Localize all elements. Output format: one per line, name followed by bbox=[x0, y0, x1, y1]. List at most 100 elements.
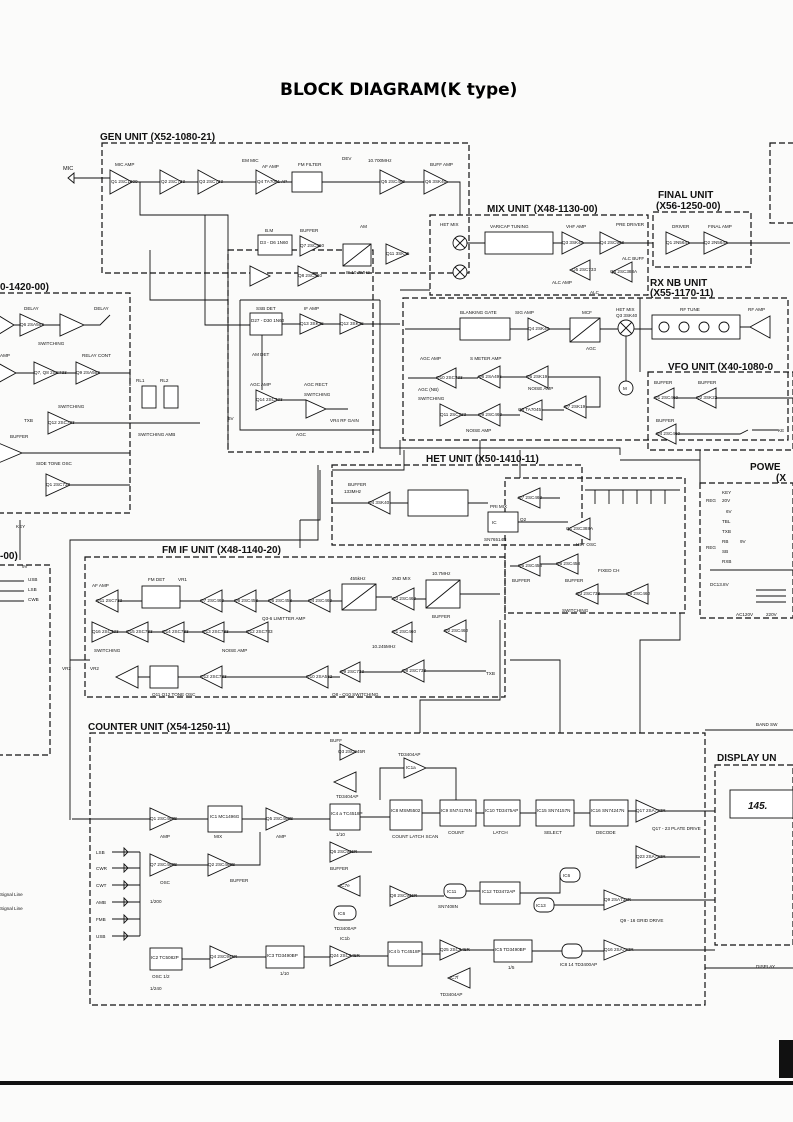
q7-rx-label: Q7 2SK19 bbox=[564, 404, 586, 409]
q25-counter bbox=[439, 939, 464, 961]
select-label: SELECT bbox=[544, 830, 562, 835]
ic4a-counter bbox=[329, 803, 361, 831]
limitter-label: Q3-6 LIMITTER AMP bbox=[262, 616, 305, 621]
left-9v-label: 9V bbox=[22, 564, 29, 569]
left-unit2-box bbox=[0, 564, 51, 756]
q4-vfo-label: Q4 2SC460 bbox=[656, 431, 680, 436]
ceramic-filter-slash bbox=[341, 583, 377, 611]
ic7f-gate bbox=[446, 967, 471, 989]
q4-af-amp-label: AF AMP bbox=[262, 164, 279, 169]
left-buffer-amp bbox=[0, 443, 24, 463]
mic-amp-label: MIC AMP bbox=[115, 162, 134, 167]
q10-rx-label: Q10 2SC733 bbox=[436, 375, 463, 380]
vfo-buffer1-label: BUFFER bbox=[654, 380, 673, 385]
q2-counter-label: Q2 2SC460B bbox=[208, 862, 235, 867]
display-side-label: DISPLAY bbox=[756, 964, 775, 969]
ic15-chip bbox=[535, 799, 575, 827]
q2-het-label: Q2 bbox=[520, 517, 527, 522]
second-mix-label: 2ND MIX bbox=[392, 576, 411, 581]
het-unit-right-box bbox=[504, 477, 686, 614]
q11-tone bbox=[114, 665, 139, 689]
q7-counter-label: Q7 2SC460B bbox=[150, 862, 177, 867]
ac-label: AC120V bbox=[736, 612, 754, 617]
q5-het-label: Q5 2SC458 bbox=[518, 563, 542, 568]
td-ic7c-label: TD3404AP bbox=[336, 794, 358, 799]
het-mix-x2 bbox=[454, 266, 466, 278]
buff-label: BUFF bbox=[330, 738, 342, 743]
dev-label: DEV bbox=[342, 156, 352, 161]
left-txb-label: TXB bbox=[24, 418, 33, 423]
q12-tone-label: Q12 2SC733 bbox=[200, 674, 227, 679]
q6-mix-label: Q6 2SC388A bbox=[610, 269, 638, 274]
gen-lower-lines bbox=[239, 299, 400, 431]
fm-vr2-label: VR2 bbox=[90, 666, 99, 671]
q2-fm-label: Q2 2SC460 bbox=[444, 628, 468, 633]
gen-unit-box bbox=[101, 142, 470, 274]
pri-mix-label: PRI MIX bbox=[490, 504, 507, 509]
if-freq-label: IF 10.7MHz bbox=[346, 270, 370, 275]
vr1-label: VR1 bbox=[178, 577, 187, 582]
q9-counter-label: Q9 2SA733R bbox=[604, 897, 632, 902]
q13-label: Q13 3SK35 bbox=[300, 321, 324, 326]
driver-label: DRIVER bbox=[672, 224, 690, 229]
q23-label: Q23 2SA733R bbox=[636, 854, 666, 859]
q23-plate-driver bbox=[635, 845, 662, 869]
ic14-label: IC8 14 TD3400AP bbox=[560, 962, 597, 967]
q7-label: Q7 2SC460 bbox=[300, 243, 324, 248]
rf-tune-coil-3 bbox=[698, 321, 710, 333]
band-cwt-label: CWT bbox=[96, 883, 107, 888]
q4-het-label: Q4 3SK40 bbox=[368, 500, 390, 505]
ic7e-gate bbox=[336, 875, 361, 897]
counter-unit-box bbox=[89, 732, 706, 1006]
ic1-mixer bbox=[207, 805, 243, 833]
legend-1: Signal Line bbox=[0, 892, 23, 897]
q6-counter-buffer bbox=[329, 841, 354, 863]
alc-amp-label: ALC AMP bbox=[552, 280, 572, 285]
q6-counter-label: Q6 2SC945R bbox=[330, 849, 358, 854]
q12-left-label: Q12 2SC733 bbox=[48, 420, 75, 425]
latch-label: LATCH bbox=[493, 830, 508, 835]
mix-unit: HET MIX VARICAP TUNING VHF AMP Q3 3SK40 … bbox=[440, 222, 653, 295]
left-vr2-label: VR2 bbox=[62, 666, 71, 671]
het-filter bbox=[407, 489, 469, 517]
sb-label: SB bbox=[722, 549, 728, 554]
alc-label: ALC bbox=[590, 290, 600, 295]
balanced-modulator bbox=[257, 234, 293, 256]
q3-mix-label: Q3 3SK40 bbox=[562, 240, 584, 245]
s-meter-label: S METER AMP bbox=[470, 356, 501, 361]
q7-het-label: Q7 2SC460 bbox=[518, 495, 542, 500]
left-unit2-title: -00) bbox=[0, 551, 18, 562]
het-mix-x1 bbox=[454, 237, 466, 249]
ic2-label: IC2 TC5082P bbox=[151, 955, 179, 960]
gen-unit-title: GEN UNIT (X52-1080-21) bbox=[100, 132, 215, 143]
osc-label: OSC bbox=[160, 880, 171, 885]
ic12-label: IC12 TD3472AP bbox=[482, 889, 515, 894]
blanking-gate bbox=[459, 317, 511, 341]
rxnb-unit-title: RX NB UNIT bbox=[650, 278, 707, 289]
grid-drive-label: Q9 - 16 GRID DRIVE bbox=[620, 918, 663, 923]
switching-amb-label: SWITCHING AMB bbox=[138, 432, 175, 437]
mix-label: MIX bbox=[214, 834, 222, 839]
q1-fm-osc bbox=[390, 621, 413, 643]
dc-label: DC13.8V bbox=[710, 582, 730, 587]
vhf-amp-label: VHF AMP bbox=[566, 224, 586, 229]
agc-rect-label: AGC RECT bbox=[304, 382, 328, 387]
q2-vfo-label: Q2 3SK22 bbox=[696, 395, 718, 400]
q6-het bbox=[554, 553, 579, 575]
ic4b-label: IC4 b TC4518P bbox=[389, 949, 421, 954]
rf-tune-coil-2 bbox=[678, 321, 690, 333]
key-power-label: KEY bbox=[722, 490, 731, 495]
final-unit-box bbox=[652, 211, 752, 268]
fmif-unit-box bbox=[84, 556, 506, 698]
left-key-label: KEY bbox=[16, 524, 25, 529]
diagram-title: BLOCK DIAGRAM(K type) bbox=[280, 80, 517, 100]
am-label: AM bbox=[360, 224, 367, 229]
ic6-right-label: IC6 bbox=[563, 873, 571, 878]
final-unit-title: FINAL UNIT bbox=[658, 190, 713, 201]
q1-label: Q1 2SC1000 bbox=[111, 179, 138, 184]
vfo-buffer3-label: BUFFER bbox=[656, 418, 675, 423]
vfo-unit-title: VFO UNIT (X40-1080-0 bbox=[668, 362, 773, 373]
six-v-label: 6V bbox=[228, 416, 235, 421]
q11-if-amp bbox=[385, 243, 410, 265]
right-edge-mark bbox=[779, 1040, 793, 1078]
